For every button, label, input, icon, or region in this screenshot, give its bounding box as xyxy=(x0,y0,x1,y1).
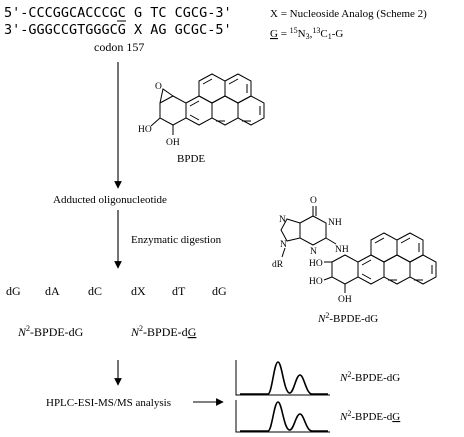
legend-g-symbol: G xyxy=(270,28,278,40)
adduct-n9: N xyxy=(280,240,287,250)
adduct-sugar-bond xyxy=(281,247,286,258)
bpde-epoxide xyxy=(159,88,174,104)
adduct-tetrahydro-ring xyxy=(331,254,359,285)
bpde-db-2 xyxy=(202,78,213,85)
chromatogram-top-trace xyxy=(240,361,328,395)
adduct-imidazole-ring xyxy=(280,218,301,242)
chromatogram-top-suffix: -BPDE-dG xyxy=(351,372,400,384)
adduct-label-sup: 2 xyxy=(325,311,329,320)
legend-c-count: 1 xyxy=(328,32,332,41)
dna-duplex: 5'-CCCGGCACCCGC G TC CGCG-3' 3'-GGGCCGTG… xyxy=(4,5,232,54)
adduct-nh-bond xyxy=(325,237,337,245)
nucleoside-1: dG xyxy=(6,284,21,298)
chromatogram-bottom-sup: 2 xyxy=(347,409,351,418)
legend-comma: , xyxy=(310,28,313,40)
adduct-label-prefix: N xyxy=(317,313,326,325)
chromatogram-top-axes xyxy=(235,360,330,396)
adduct-label-suffix: -BPDE-dG xyxy=(329,313,378,325)
product-right-prefix: N xyxy=(130,325,140,339)
adduct-structure: O N NH N N dR NH HO HO OH N2-BPDE-dG xyxy=(272,196,437,325)
chromatogram-bottom-label: N2-BPDE-dG xyxy=(339,409,400,423)
legend-n-count: 3 xyxy=(306,32,310,41)
bpde-db-1 xyxy=(189,100,200,107)
adduct-n7: N xyxy=(279,215,286,225)
nucleoside-2: dA xyxy=(45,284,60,298)
adduct-oh-b-bond xyxy=(323,276,333,281)
adduct-db-1 xyxy=(361,259,372,266)
nucleoside-3: dC xyxy=(88,284,102,298)
adduct-db-2 xyxy=(374,237,385,244)
adduct-db-8 xyxy=(361,273,372,280)
bpde-db-8 xyxy=(189,114,200,121)
bpde-oh1-bond xyxy=(150,117,161,127)
legend: X = Nucleoside Analog (Scheme 2) G = 15N… xyxy=(270,8,427,41)
product-left-prefix: N xyxy=(17,325,27,339)
chromatogram-top-label: N2-BPDE-dG xyxy=(339,370,400,384)
adduct-oh-a: HO xyxy=(309,259,323,269)
adduct-purine-ring xyxy=(299,215,327,246)
adduct-nh-link: NH xyxy=(335,245,349,255)
product-right-suffix: -BPDE-d xyxy=(143,325,188,339)
legend-x-line: X = Nucleoside Analog (Scheme 2) xyxy=(270,8,427,20)
bottom-strand: 3'-GGGCCGTGGGCG X AG GCGC-5' xyxy=(4,22,232,38)
bpde-oh1: HO xyxy=(138,125,152,135)
adduct-oh-c: OH xyxy=(338,295,352,305)
chromatogram-top-prefix: N xyxy=(339,372,348,384)
legend-g-suffix: -G xyxy=(332,28,344,40)
bpde-ring-e xyxy=(237,95,265,126)
product-right-underlined: G xyxy=(188,325,197,339)
legend-n-mass: 15 xyxy=(290,26,298,35)
bpde-db-4 xyxy=(228,78,239,85)
legend-c-mass: 13 xyxy=(312,26,320,35)
adduct-ring-e xyxy=(409,254,437,285)
adduct-label: N2-BPDE-dG xyxy=(317,311,378,325)
top-strand: 5'-CCCGGCACCCGC G TC CGCG-3' xyxy=(4,5,232,21)
product-left-sup: 2 xyxy=(26,324,30,333)
bpde-label: BPDE xyxy=(177,153,205,165)
product-left-suffix: -BPDE-dG xyxy=(30,325,84,339)
product-left: N2-BPDE-dG xyxy=(17,324,84,339)
bpde-structure: O HO OH BPDE xyxy=(138,73,265,165)
legend-n-element: N xyxy=(298,28,306,40)
nucleoside-4: dX xyxy=(131,284,146,298)
bpde-oh2: OH xyxy=(166,138,180,148)
adduct-sugar: dR xyxy=(272,260,284,270)
nucleoside-5: dT xyxy=(172,284,186,298)
chromatogram-bottom: N2-BPDE-dG xyxy=(235,400,400,433)
bpde-epoxide-o: O xyxy=(155,82,162,92)
chromatogram-top: N2-BPDE-dG xyxy=(235,360,400,396)
product-right: N2-BPDE-dG xyxy=(130,324,197,339)
adduct-oh-b: HO xyxy=(309,277,323,287)
chromatogram-bottom-axes xyxy=(235,400,330,433)
adduct-carbonyl-o: O xyxy=(310,196,317,206)
step-enzymatic-digestion: Enzymatic digestion xyxy=(131,234,222,246)
adduct-n1: NH xyxy=(328,218,342,228)
nucleoside-row: dG dA dC dX dT dG xyxy=(6,284,227,298)
adduct-db-4 xyxy=(400,237,411,244)
step-hplc: HPLC-ESI-MS/MS analysis xyxy=(46,397,171,409)
adduct-n3: N xyxy=(310,247,317,257)
chromatogram-bottom-suffix: -BPDE-d xyxy=(351,411,392,423)
step-adducted-oligonucleotide: Adducted oligonucleotide xyxy=(53,194,167,206)
product-right-sup: 2 xyxy=(139,324,143,333)
chromatogram-top-sup: 2 xyxy=(347,370,351,379)
chromatogram-bottom-prefix: N xyxy=(339,411,348,423)
legend-eq: = xyxy=(278,28,290,40)
chromatogram-bottom-underlined: G xyxy=(392,411,400,423)
legend-g-line: G = 15N3,13C1-G xyxy=(270,26,343,41)
legend-c-element: C xyxy=(320,28,327,40)
codon-label: codon 157 xyxy=(94,40,144,54)
chromatogram-bottom-trace xyxy=(240,401,328,432)
bpde-saturated-ring xyxy=(159,95,187,126)
nucleoside-6: dG xyxy=(212,284,227,298)
